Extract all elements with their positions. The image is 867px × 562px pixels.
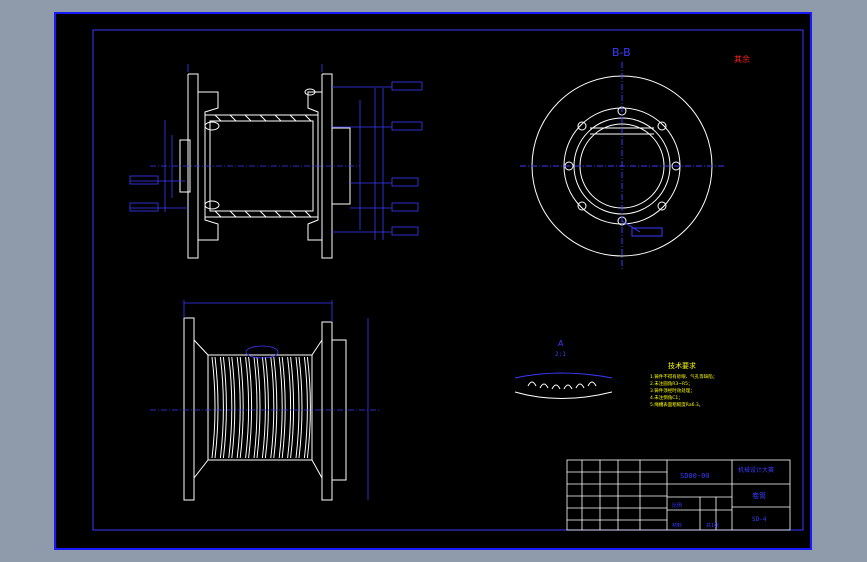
rope-groove-line xyxy=(222,356,227,459)
rope-groove-line xyxy=(278,356,283,459)
rope-groove-line xyxy=(287,356,292,459)
rope-groove-line xyxy=(253,356,258,459)
exterior-dimensions xyxy=(150,300,380,500)
detail-a-label: A xyxy=(558,339,564,348)
inner-border xyxy=(92,29,804,531)
rope-groove-line xyxy=(273,356,278,459)
rope-groove-line xyxy=(290,356,295,459)
rope-groove-line xyxy=(236,356,241,459)
tech-req-line: 2.未注圆角R3~R5； xyxy=(650,380,693,387)
tech-req-line: 1.铸件不得有砂眼、气孔等缺陷； xyxy=(650,373,717,380)
rope-groove-line xyxy=(306,356,311,459)
tech-req-line: 5.绳槽表面粗糙度Ra6.3。 xyxy=(650,401,703,408)
rope-groove-line xyxy=(298,356,303,459)
rope-groove-line xyxy=(270,356,275,459)
title-company: 机械设计大赛 xyxy=(738,466,774,474)
title-sheet-label: 共1张 xyxy=(706,522,719,529)
rope-groove-line xyxy=(281,356,286,459)
rope-groove-line xyxy=(245,356,250,459)
rope-groove-line xyxy=(211,356,216,459)
tech-req-line: 4.未注倒角C1； xyxy=(650,394,683,401)
tech-req-title: 技术要求 xyxy=(668,361,696,370)
section-dimensions xyxy=(129,64,423,240)
detail-a-scale: 2:1 xyxy=(555,351,566,358)
rope-groove-line xyxy=(228,356,233,459)
exterior-view xyxy=(183,317,347,501)
rope-groove-line xyxy=(261,356,266,459)
title-material-label: 材料 xyxy=(672,522,682,529)
rope-groove-line xyxy=(303,356,308,459)
rope-groove-line xyxy=(214,356,219,459)
detail-a-view xyxy=(514,372,613,399)
rope-grooves xyxy=(211,356,311,459)
title-part-name: 卷筒 xyxy=(752,491,766,500)
bb-view-title: B-B xyxy=(612,46,631,59)
tech-req-line: 3.铸件须经时效处理； xyxy=(650,387,695,394)
rope-groove-line xyxy=(219,356,224,459)
rope-groove-line xyxy=(264,356,269,459)
rope-groove-line xyxy=(248,356,253,459)
title-drawing-no: SD00-00 xyxy=(680,472,710,480)
title-scale-label: 比例 xyxy=(672,502,682,509)
tech-req-list: 1.铸件不得有砂眼、气孔等缺陷；2.未注圆角R3~R5；3.铸件须经时效处理；4… xyxy=(650,373,717,408)
sheet-frame xyxy=(54,12,812,550)
rope-groove-line xyxy=(295,356,300,459)
bb-view xyxy=(520,62,724,270)
title-part-code: SD-4 xyxy=(752,516,767,523)
corner-roughness-note: 其余 xyxy=(734,54,750,64)
title-block xyxy=(566,459,791,531)
rope-groove-line xyxy=(239,356,244,459)
rope-groove-line xyxy=(231,356,236,459)
rope-groove-line xyxy=(256,356,261,459)
